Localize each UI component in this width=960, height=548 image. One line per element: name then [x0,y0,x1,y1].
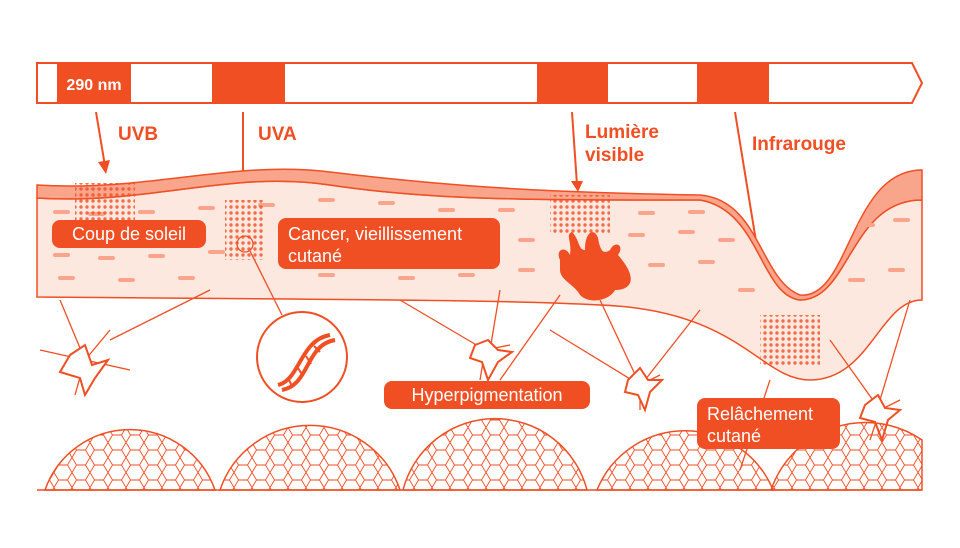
svg-text:Relâchement: Relâchement [707,404,813,424]
svg-text:Cancer, vieillissement: Cancer, vieillissement [288,224,462,244]
infrared-band [697,63,769,103]
visible-band [537,63,608,103]
melanocyte-icon [558,232,631,301]
fibroblast-icon [858,393,903,444]
svg-text:cutané: cutané [707,426,761,446]
visible-ray [571,111,578,186]
skin-layers [36,168,923,381]
cancer-aging-badge: Cancer, vieillissement cutané [278,218,500,269]
skin-sagging-badge: Relâchement cutané [697,398,840,449]
hyperpigmentation-badge: Hyperpigmentation [384,381,590,409]
uva-band [212,63,285,103]
fibroblast-icon [58,343,111,398]
arrow-head-icon [98,160,110,174]
uvb-label: UVB [118,124,158,145]
uva-label: UVA [258,124,297,145]
svg-text:Hyperpigmentation: Hyperpigmentation [411,385,562,405]
uvb-band [57,63,131,103]
visible-label-line2: visible [585,145,644,166]
sunburn-badge: Coup de soleil [52,220,206,248]
fat-lobule [402,418,588,491]
fat-lobule [43,428,217,491]
svg-text:Coup de soleil: Coup de soleil [72,224,186,244]
infrared-label: Infrarouge [752,134,846,155]
fibroblast-icon [468,338,515,383]
fat-lobule [769,421,923,491]
arrow-head-icon [571,181,583,192]
uvb-ray [95,111,106,167]
fibroblast-icon [623,366,665,413]
spectrum-bar: 290 nm [36,62,924,104]
svg-text:cutané: cutané [288,246,342,266]
wavelength-label: 290 nm [66,77,121,94]
dna-icon [256,311,348,403]
visible-label-line1: Lumière [585,122,659,143]
fat-lobule [218,424,402,491]
